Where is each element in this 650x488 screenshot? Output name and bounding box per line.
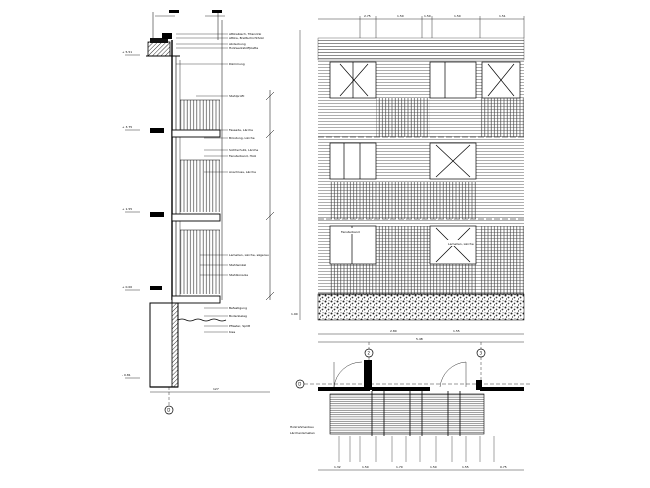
- elev-dim-top-2: 1.50: [397, 14, 404, 18]
- elevation-lamellas: [330, 98, 524, 294]
- level-top: + 5.51: [122, 50, 132, 54]
- note-7: Fassade, Lärche: [229, 128, 253, 132]
- note-15: Befestigung: [229, 306, 247, 310]
- door-swings: [333, 361, 467, 388]
- plan-dim-1: 1.32: [334, 465, 341, 469]
- section-header-marks: [152, 10, 225, 40]
- axis-bubble-3: [476, 348, 486, 358]
- level-2: + 1.55: [122, 207, 132, 211]
- facade-elevation-drawing: 2.75 1.50 1.50 1.50 1.51: [291, 14, 525, 384]
- plan-axis-label: D: [298, 382, 301, 387]
- elev-dim-bottom-3: 5.48: [416, 337, 423, 341]
- axis-label-3: 3: [480, 351, 483, 356]
- plan-note-1: Holzrahmenbau: [290, 425, 314, 429]
- lamella-fields: [180, 99, 220, 294]
- note-9: Sichtschutz, Lärche: [229, 148, 258, 152]
- note-8: Brüstung, Lärche: [229, 136, 255, 140]
- note-16: Bodenbelag: [229, 314, 247, 318]
- elev-label-1: Fensterband: [341, 230, 360, 234]
- floor-plan-detail: D Holzrahmenbau Lärchen: [290, 360, 530, 471]
- plan-posts: [371, 391, 461, 436]
- elev-dim-top-5: 1.51: [499, 14, 506, 18]
- basement-wall: [149, 302, 227, 388]
- note-4: Holzwerkstoffplatte: [229, 46, 258, 50]
- roof-parapet: [146, 33, 180, 57]
- plan-note-2: Lärchenlamellen: [290, 431, 315, 435]
- plan-dim-4: 1.50: [430, 465, 437, 469]
- elev-dim-top-1: 2.75: [364, 14, 371, 18]
- plan-leaders: [338, 436, 495, 462]
- note-2: Attika, Brettschichtholz: [229, 36, 264, 40]
- section-axis-bubble: [164, 405, 174, 415]
- level-3: + 3.75: [122, 125, 132, 129]
- plan-dim-6: 0.75: [500, 465, 507, 469]
- note-5: Dämmung: [229, 62, 245, 66]
- note-17: Pflaster, Splitt: [229, 324, 251, 328]
- elev-dim-top-4: 1.50: [454, 14, 461, 18]
- note-14: Stahlkonsole: [229, 273, 248, 277]
- note-13: Stahlwinkel: [229, 263, 246, 267]
- elev-dim-top-3: 1.50: [424, 14, 431, 18]
- level-base: - 0.81: [122, 373, 131, 377]
- note-10: Fensterband, Holz: [229, 154, 257, 158]
- note-12: Lamellen, Lärche, sägerau: [229, 253, 269, 257]
- wall-section-drawing: Attikablech, Titanzink Attika, Brettschi…: [122, 10, 275, 415]
- elevation-windows: [329, 61, 521, 265]
- level-markers: [125, 54, 140, 379]
- section-dim-bottom: 127: [213, 387, 219, 391]
- note-3: Abdeckung: [229, 42, 246, 46]
- level-1: + 0.00: [122, 285, 132, 289]
- elevation-dim-ticks-top: [359, 16, 525, 38]
- axis-label-2: 2: [368, 351, 371, 356]
- note-18: Kies: [229, 330, 236, 334]
- plan-lamella-band: [329, 393, 485, 435]
- plan-walls: [318, 360, 524, 391]
- elev-dim-bottom-2: 1.55: [453, 329, 460, 333]
- section-axis-label: D: [167, 408, 170, 413]
- section-level-ticks: [265, 90, 275, 301]
- plan-dim-2: 1.50: [362, 465, 369, 469]
- note-11: Anschluss, Lärche: [229, 170, 256, 174]
- elev-dim-left: 1.90: [291, 312, 298, 316]
- annotation-leaders: [176, 33, 228, 333]
- plan-dim-3: 1.70: [396, 465, 403, 469]
- elev-label-2: Lamellen, Lärche: [448, 242, 474, 246]
- elev-dim-bottom-1: 2.80: [390, 329, 397, 333]
- gravel-base: [317, 293, 525, 321]
- plan-dim-5: 1.55: [462, 465, 469, 469]
- note-6: Stahlprofil: [229, 94, 244, 98]
- axis-bubble-2: [364, 348, 374, 358]
- note-1: Attikablech, Titanzink: [229, 32, 262, 36]
